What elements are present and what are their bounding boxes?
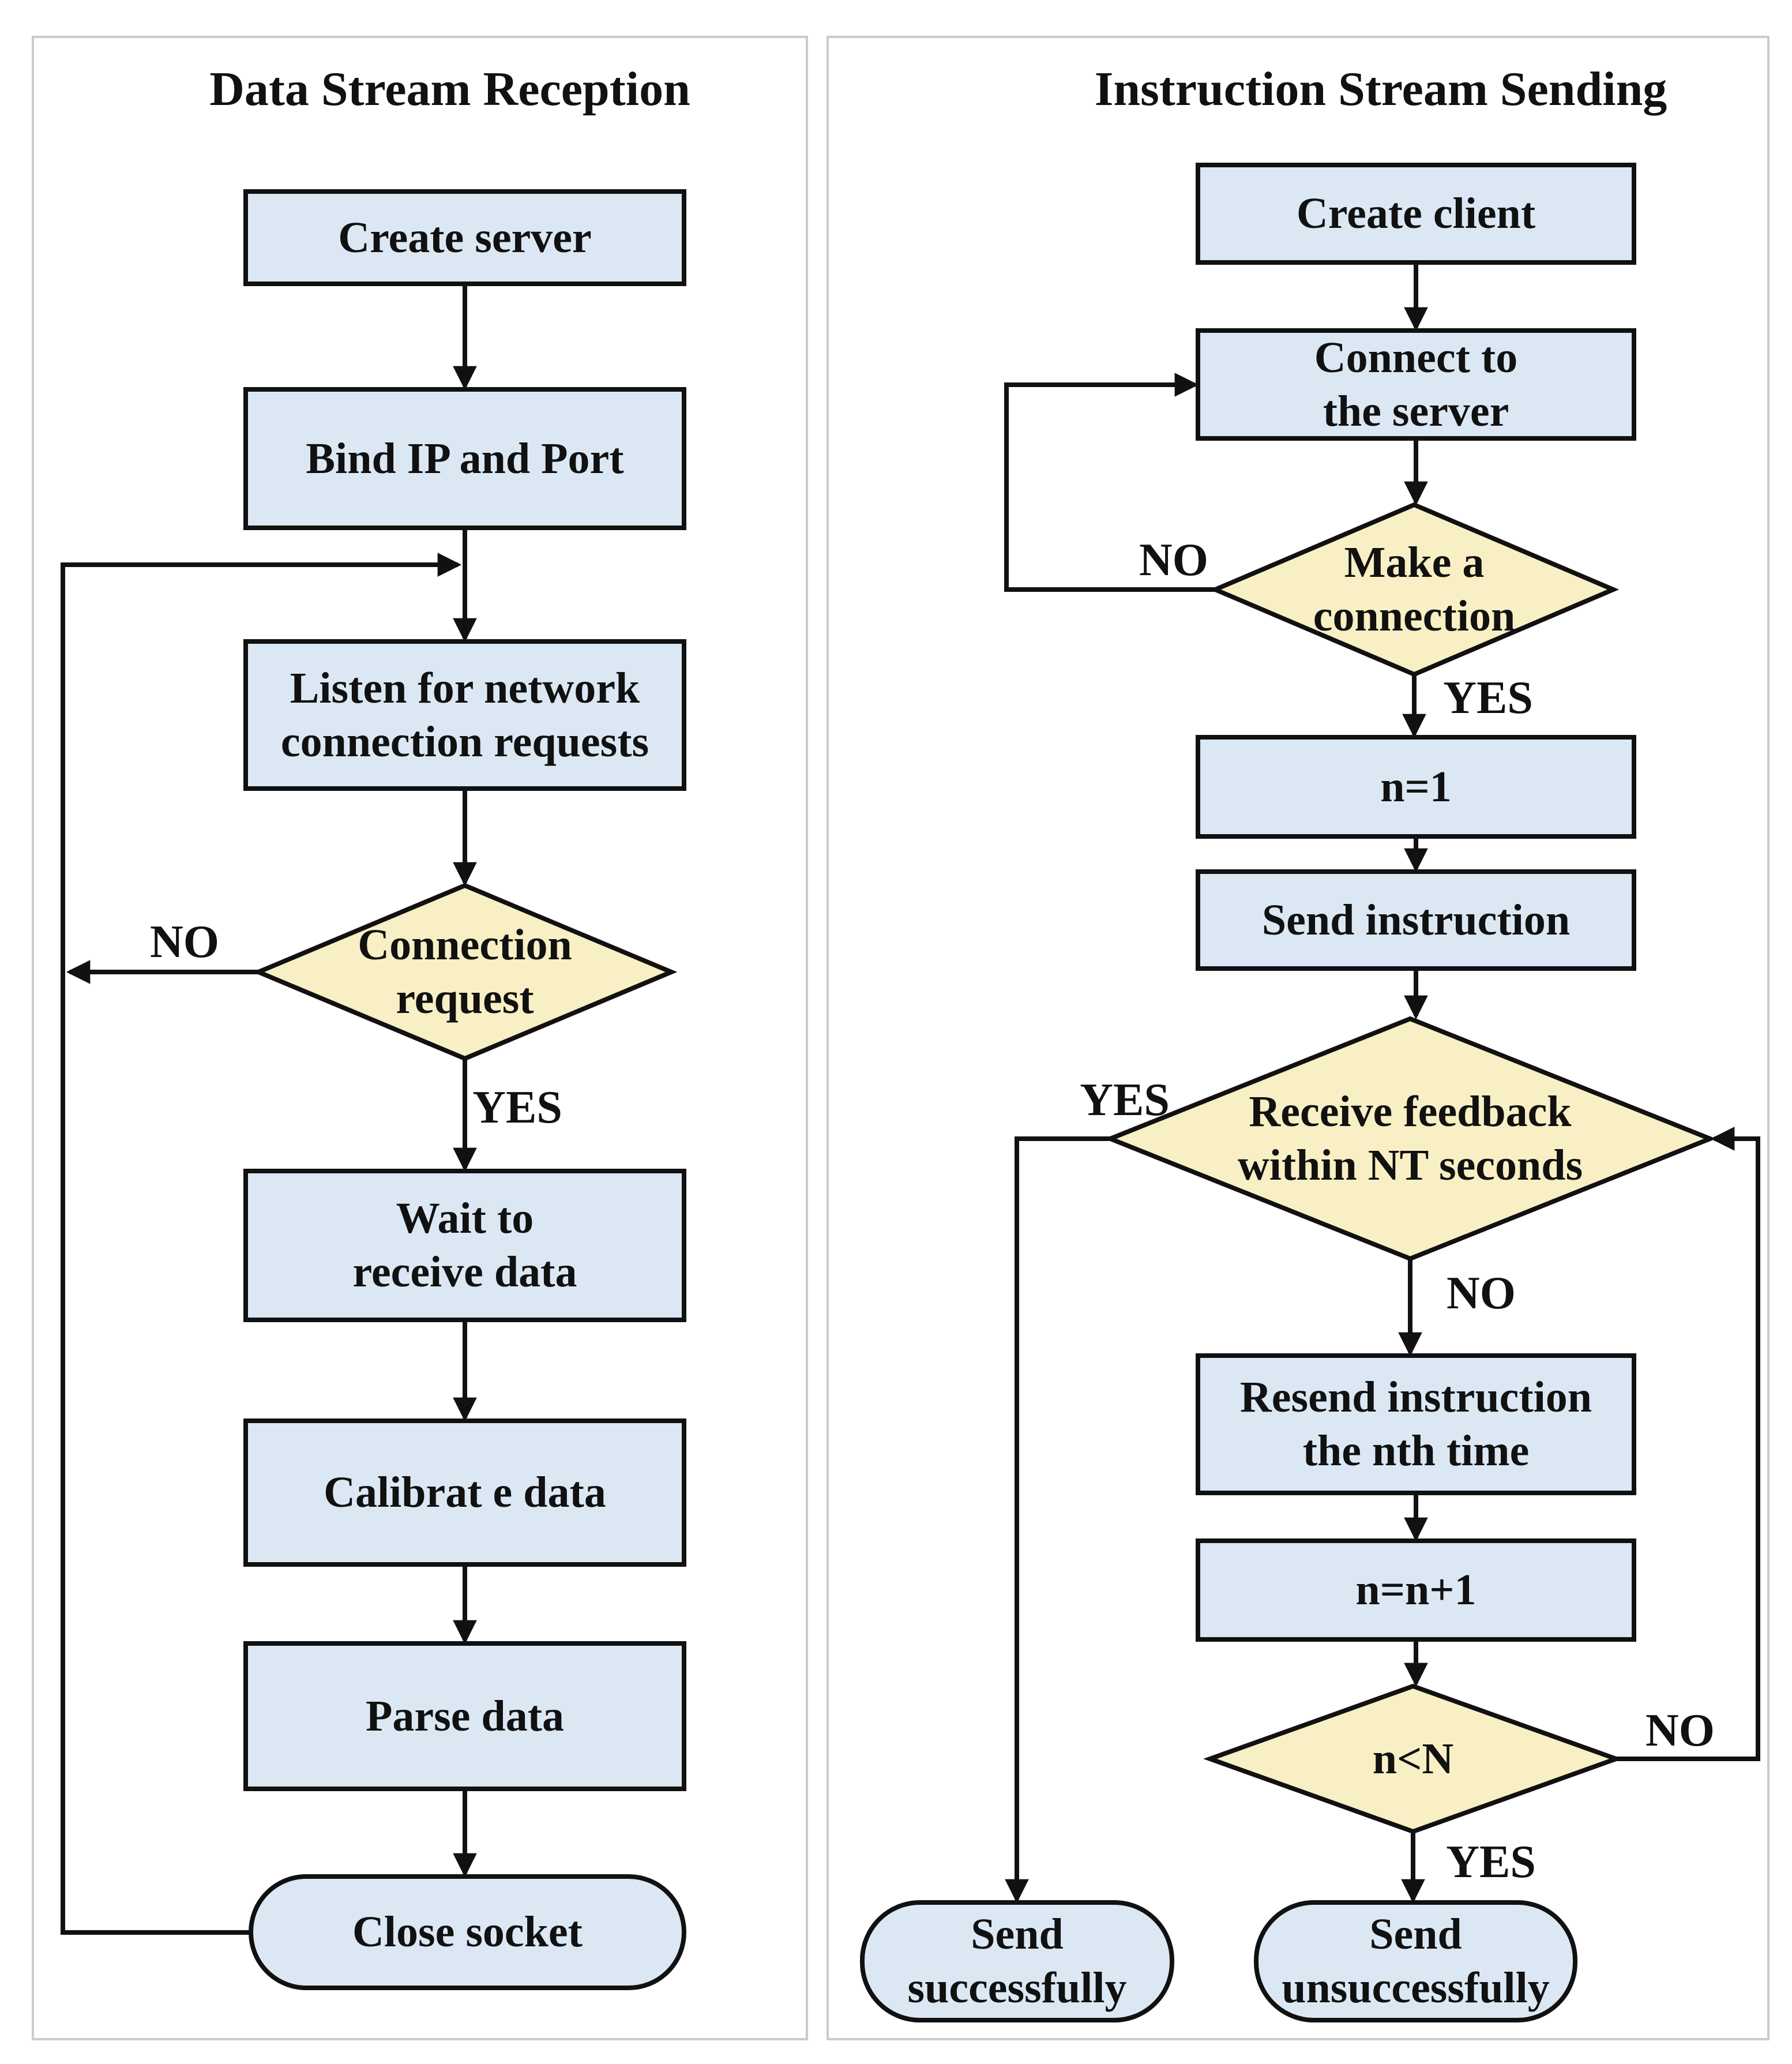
label-connect-server: Connect to the server [1314, 333, 1518, 436]
branch-connection-request-no: NO [150, 917, 219, 967]
label-calibrate: Calibrat e data [324, 1468, 606, 1517]
label-send-successfully: Send successfully [907, 1910, 1127, 2012]
label-listen: Listen for network connection requests [280, 663, 649, 766]
label-n-equals-1: n=1 [1380, 762, 1452, 811]
branch-n-less-yes: YES [1446, 1837, 1536, 1887]
left-panel-title: Data Stream Reception [209, 62, 690, 116]
label-create-server: Create server [338, 213, 592, 262]
branch-receive-feedback-yes: YES [1080, 1075, 1170, 1125]
label-make-connection: Make a connection [1313, 538, 1516, 640]
branch-connection-request-yes: YES [472, 1082, 562, 1133]
label-send-instruction: Send instruction [1261, 895, 1571, 944]
label-resend-instruction: Resend instruction the nth time [1239, 1373, 1592, 1475]
branch-receive-feedback-no: NO [1447, 1268, 1516, 1319]
label-n-less-than-N: n<N [1372, 1734, 1454, 1783]
label-n-increment: n=n+1 [1355, 1566, 1477, 1615]
label-parse: Parse data [365, 1691, 565, 1740]
branch-make-connection-no: NO [1139, 535, 1208, 586]
branch-make-connection-yes: YES [1443, 673, 1533, 723]
label-receive-feedback: Receive feedback within NT seconds [1237, 1087, 1583, 1189]
label-wait-receive: Wait to receive data [352, 1194, 577, 1296]
right-panel-title: Instruction Stream Sending [1094, 62, 1667, 116]
label-bind-ip-port: Bind IP and Port [306, 434, 624, 483]
label-create-client: Create client [1296, 189, 1536, 238]
label-connection-request: Connection request [358, 921, 572, 1023]
label-close-socket: Close socket [352, 1908, 583, 1957]
branch-n-less-no: NO [1646, 1705, 1715, 1756]
label-send-unsuccessfully: Send unsuccessfully [1282, 1910, 1550, 2012]
